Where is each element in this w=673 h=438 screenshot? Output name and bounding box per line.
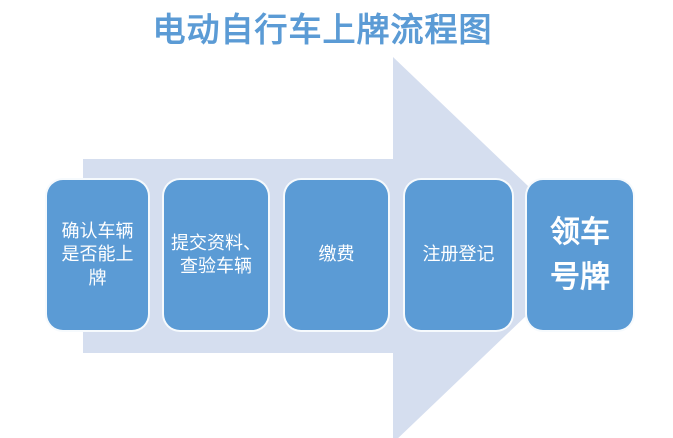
flow-step-get-plate: 领车 号牌 xyxy=(525,178,635,332)
diagram-title: 电动自行车上牌流程图 xyxy=(152,11,493,48)
flow-step-register: 注册登记 xyxy=(403,178,514,332)
flow-step-label: 注册登记 xyxy=(422,244,495,265)
flow-step-submit-inspect: 提交资料、 查验车辆 xyxy=(162,178,270,332)
flow-step-label: 缴费 xyxy=(318,244,355,265)
flow-step-label: 确认车辆 是否能上 牌 xyxy=(61,220,134,288)
flow-step-label: 提交资料、 查验车辆 xyxy=(171,232,261,276)
flow-step-confirm-eligibility: 确认车辆 是否能上 牌 xyxy=(45,178,150,332)
flow-step-label: 领车 号牌 xyxy=(550,216,610,294)
flow-step-pay-fee: 缴费 xyxy=(283,178,390,332)
